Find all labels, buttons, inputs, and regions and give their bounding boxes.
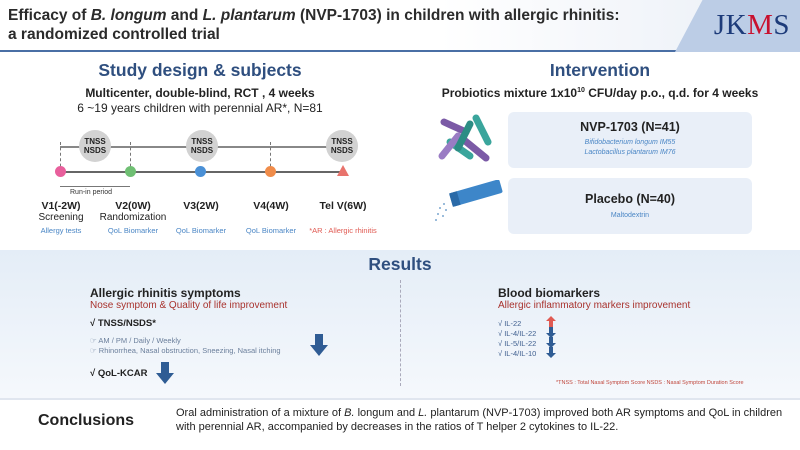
- conclusions-text: Oral administration of a mixture of B. l…: [176, 407, 783, 433]
- tnss-detail-2: ☞ Rhinorrhea, Nasal obstruction, Sneezin…: [90, 346, 281, 355]
- visit-sub-v2: Randomization: [99, 212, 167, 223]
- conclusions-panel: Conclusions Oral administration of a mix…: [0, 398, 800, 450]
- abbreviation-footnote: *TNSS : Total Nasal Symptom Score NSDS :…: [556, 380, 744, 386]
- visit-note-v4: QoL Biomarker: [245, 226, 297, 235]
- blood-biomarkers-head: Blood biomarkers: [498, 286, 601, 300]
- study-design-line2: 6 ~19 years children with perennial AR*,…: [77, 101, 323, 115]
- visit-label-v4: V4(4W): [253, 200, 289, 212]
- visit-label-v3: V3(2W): [183, 200, 219, 212]
- visit-sub-v1: Screening: [38, 212, 84, 223]
- intervention-dose: Probiotics mixture 1x1010 CFU/day p.o., …: [441, 86, 759, 100]
- dash-v1: [60, 142, 61, 172]
- results-panel: Results Allergic rhinitis symptoms Nose …: [0, 250, 800, 398]
- down-arrow-icon: [310, 334, 328, 356]
- visit-dot-v2: [125, 166, 136, 177]
- title-text-post: (NVP-1703) in children with allergic rhi…: [295, 7, 620, 24]
- ar-symptoms-sub: Nose symptom & Quality of life improveme…: [90, 300, 288, 311]
- placebo-content: Maltodextrin: [610, 212, 650, 219]
- tnss-nsds-item: √ TNSS/NSDS*: [90, 318, 156, 329]
- title-species-l: L. plantarum: [202, 7, 296, 24]
- visit-note-v3: QoL Biomarker: [175, 226, 227, 235]
- ar-footnote: *AR : Allergic rhinitis: [309, 226, 377, 235]
- qol-kcar-item: √ QoL-KCAR: [90, 368, 148, 379]
- study-design-title: Study design & subjects: [98, 60, 302, 80]
- visit-triangle-tel: [337, 165, 349, 176]
- header: Efficacy of B. longum and L. plantarum (…: [0, 0, 800, 52]
- visit-label-tel: Tel V(6W): [319, 200, 367, 212]
- marker-il22: √ IL-22: [498, 319, 522, 328]
- placebo-box: Placebo (N=40) Maltodextrin: [508, 178, 752, 234]
- blood-biomarkers-sub: Allergic inflammatory markers improvemen…: [498, 300, 691, 311]
- down-arrow-icon: [546, 327, 556, 338]
- runin-label: Run-in period: [70, 189, 113, 196]
- marker-il5-il22: √ IL-5/IL-22: [498, 339, 537, 348]
- visit-dot-v3: [195, 166, 206, 177]
- down-arrow-icon: [156, 362, 174, 384]
- results-title: Results: [368, 254, 432, 274]
- dash-v4: [270, 142, 271, 172]
- journal-logo: JKMS: [713, 9, 790, 41]
- results-divider: [400, 280, 401, 386]
- nvp-1703-box: NVP-1703 (N=41) Bifidobacterium longum I…: [508, 112, 752, 168]
- visit-label-v1: V1(-2W): [41, 200, 81, 212]
- down-arrow-icon: [546, 337, 556, 348]
- down-arrow-icon: [546, 347, 556, 358]
- visit-note-v2: QoL Biomarker: [107, 226, 159, 235]
- marker-il4-il22: √ IL-4/IL-22: [498, 329, 537, 338]
- marker-il4-il10: √ IL-4/IL-10: [498, 349, 537, 358]
- runin-arrow: [60, 186, 130, 187]
- nvp-strain-1: Bifidobacterium longum IM55: [584, 139, 676, 146]
- title-text: Efficacy of: [8, 7, 91, 24]
- page-title: Efficacy of B. longum and L. plantarum (…: [8, 6, 658, 44]
- placebo-title: Placebo (N=40): [585, 192, 675, 206]
- intervention-title: Intervention: [549, 60, 651, 80]
- title-text-mid: and: [166, 7, 203, 24]
- visit-dot-v1: [55, 166, 66, 177]
- ar-symptoms-head: Allergic rhinitis symptoms: [90, 286, 241, 300]
- nvp-1703-title: NVP-1703 (N=41): [580, 120, 680, 134]
- visit-dot-v4: [265, 166, 276, 177]
- capsule-icon: [435, 180, 503, 221]
- dash-v2: [130, 142, 131, 172]
- conclusions-label: Conclusions: [38, 412, 135, 429]
- visit-note-v1: Allergy tests: [40, 226, 82, 235]
- tnss-detail-1: ☞ AM / PM / Daily / Weekly: [90, 336, 181, 345]
- title-line2: a randomized controlled trial: [8, 26, 220, 43]
- bacteria-icon: [438, 114, 492, 162]
- visit-label-v2: V2(0W): [115, 200, 151, 212]
- up-arrow-icon: [546, 316, 556, 327]
- title-species-b: B. longum: [90, 7, 167, 24]
- interval-line-3: [270, 146, 328, 148]
- study-design-line1: Multicenter, double-blind, RCT , 4 weeks: [85, 86, 315, 100]
- nvp-strain-2: Lactobacillus plantarum IM76: [584, 149, 676, 156]
